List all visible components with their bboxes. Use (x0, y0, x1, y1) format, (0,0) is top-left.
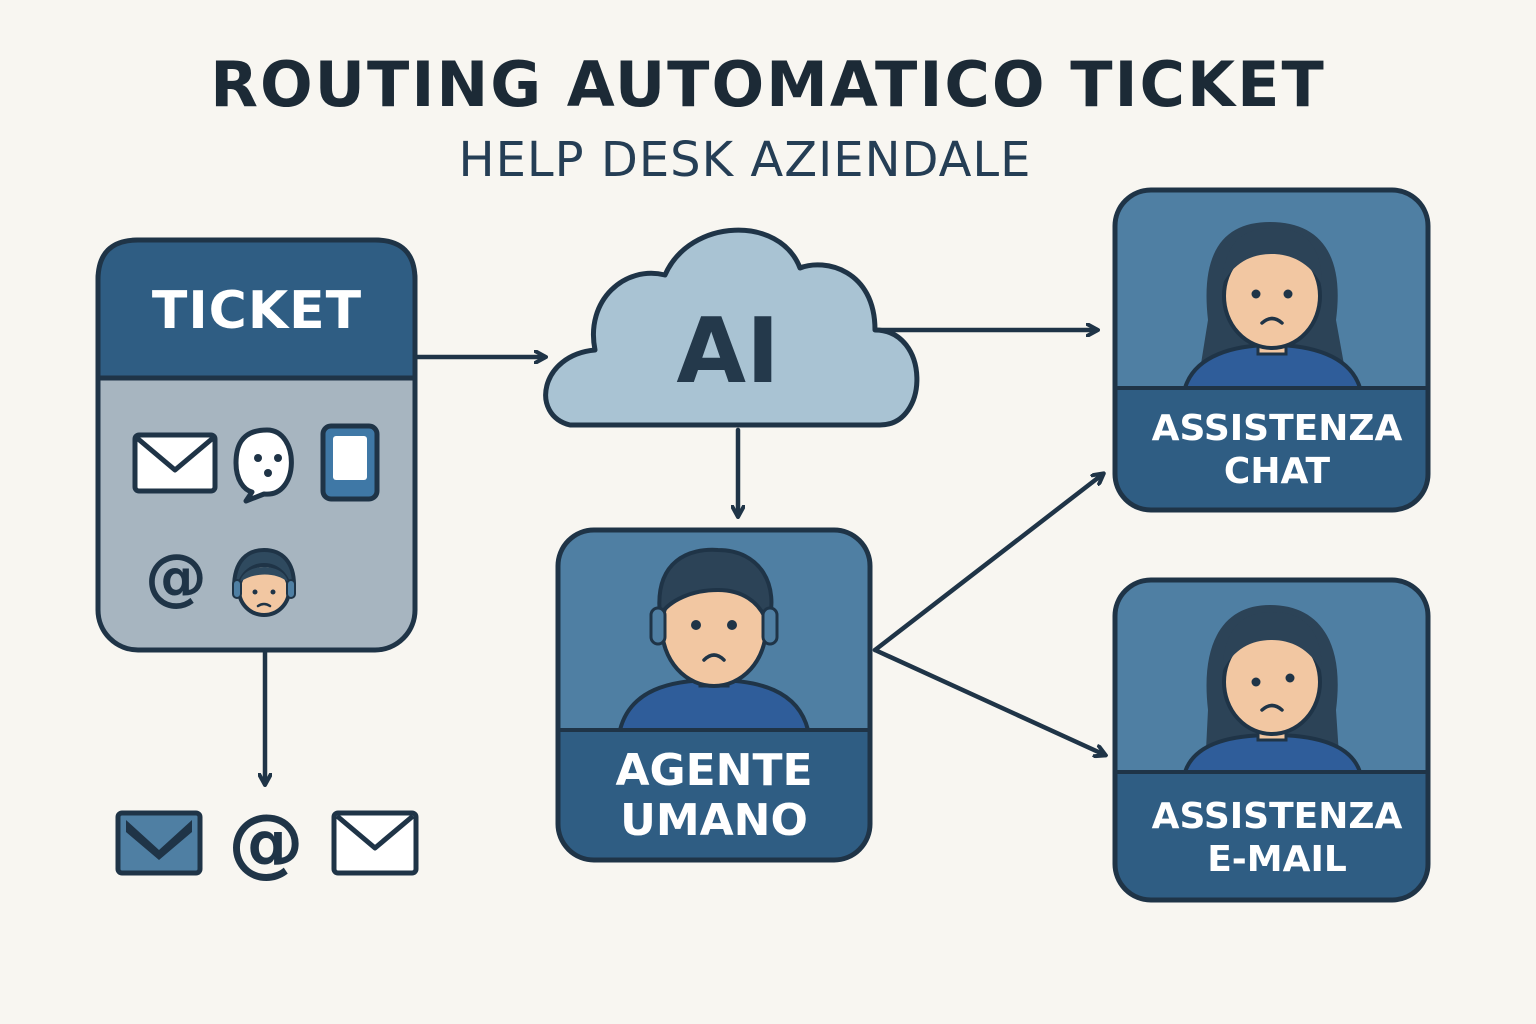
connectors (265, 330, 1105, 784)
agent-card: AGENTE UMANO (555, 527, 873, 863)
ai-label: AI (676, 299, 779, 404)
chat-support-label-line2: CHAT (1224, 451, 1331, 492)
email-support-label-line1: ASSISTENZA (1152, 796, 1403, 837)
page-title: ROUTING AUTOMATICO TICKET (210, 48, 1326, 121)
chat-support-label-line1: ASSISTENZA (1152, 408, 1403, 449)
agent-label-line2: UMANO (620, 795, 808, 846)
at-sign-icon: @ (145, 540, 207, 613)
smartphone-icon (320, 423, 380, 502)
email-support-label-line2: E-MAIL (1207, 839, 1347, 880)
envelope-icon (331, 810, 419, 876)
at-sign-icon: @ (228, 797, 304, 886)
envelope-filled-icon (115, 810, 203, 876)
chat-support-card: ASSISTENZA CHAT (1112, 187, 1431, 513)
page-subtitle: HELP DESK AZIENDALE (459, 132, 1032, 188)
chat-bubble-icon (233, 427, 294, 504)
envelope-icon (132, 432, 218, 494)
agent-label-line1: AGENTE (615, 745, 812, 796)
channel-icons: @ (115, 797, 419, 886)
ticket-card: TICKET @ (95, 237, 418, 653)
headset-agent-icon (232, 547, 296, 617)
ticket-label: TICKET (152, 281, 362, 341)
email-support-card: ASSISTENZA E-MAIL (1112, 577, 1431, 903)
arrow-agent-to-email (872, 647, 1105, 755)
arrow-agent-to-chat (872, 474, 1103, 653)
ai-cloud: AI (543, 227, 920, 428)
